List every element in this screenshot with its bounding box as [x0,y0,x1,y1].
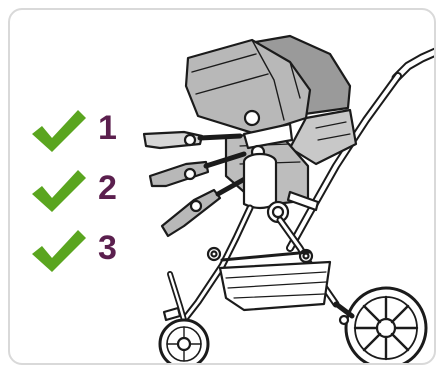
recline-position-item: 2 [28,164,138,224]
position-number: 2 [98,168,117,208]
check-icon [28,104,88,156]
stroller-illustration [140,16,436,365]
check-icon [28,164,88,216]
position-number: 1 [98,108,117,148]
recline-position-item: 3 [28,224,138,284]
position-number: 3 [98,228,117,268]
recline-position-list: 1 2 3 [28,104,138,284]
illustration-card: 1 2 3 [8,8,436,365]
check-icon [28,224,88,276]
recline-position-item: 1 [28,104,138,164]
